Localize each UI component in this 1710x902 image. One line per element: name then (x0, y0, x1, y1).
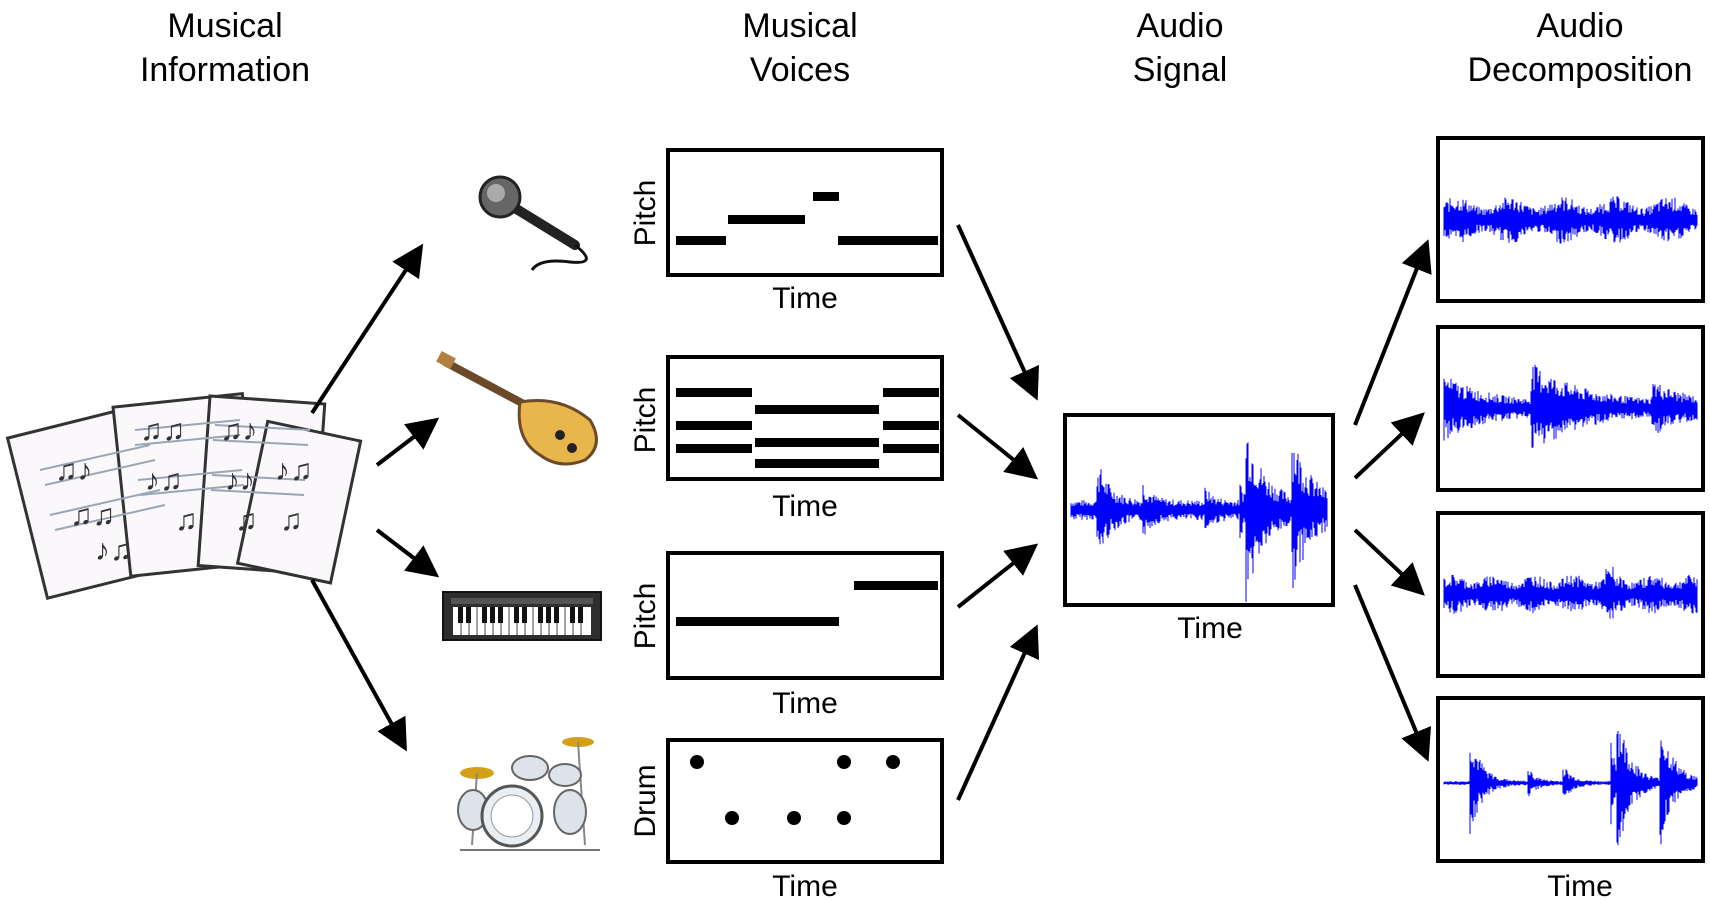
svg-text:♪♫: ♪♫ (145, 464, 183, 497)
decomposition-plot-2 (1436, 325, 1705, 492)
voice-plot-2: Pitch Time (629, 355, 944, 523)
x-axis-label: Time (772, 687, 838, 720)
note (676, 617, 839, 626)
waveform (1443, 364, 1698, 448)
voice-plot-1: Pitch Time (629, 148, 944, 315)
waveform (1443, 567, 1698, 619)
plot-frame (666, 148, 944, 277)
heading-audio-signal: Audio Signal (1132, 7, 1228, 89)
decomposition-plot-4: Time (1436, 696, 1705, 902)
svg-text:♫♫: ♫♫ (70, 499, 115, 532)
decomposition-plot-1 (1436, 136, 1705, 303)
note (838, 236, 938, 245)
heading-musical-information: Musical Information (139, 7, 311, 89)
svg-text:♫: ♫ (175, 504, 198, 537)
plot-frame (666, 551, 944, 680)
arrows-to-mixture (956, 224, 1040, 801)
x-axis-label: Time (772, 870, 838, 902)
y-axis-label: Pitch (629, 583, 662, 650)
note (676, 236, 726, 245)
svg-text:♪♫: ♪♫ (95, 534, 133, 567)
arrows-to-decomposition (1353, 239, 1432, 762)
waveform (1443, 731, 1698, 846)
note (755, 405, 879, 414)
sheet-music-icon: ♫♪♫♫♪♫ ♫♫♪♫♫ ♫♪♪♪♫ ♪♫♫ (5, 391, 363, 601)
y-axis-label: Pitch (629, 387, 662, 454)
onset (837, 811, 851, 825)
heading-audio-decomposition: Audio Decomposition (1467, 7, 1693, 89)
microphone-icon (478, 175, 588, 271)
note (728, 215, 805, 224)
keyboard-icon (442, 591, 602, 641)
onset (725, 811, 739, 825)
voice-plot-4: Drum Time (629, 738, 944, 902)
note (676, 388, 752, 397)
arrows-to-instruments (310, 243, 440, 752)
note (883, 421, 939, 430)
plot-frame (666, 738, 944, 864)
note (883, 444, 939, 453)
onset (886, 755, 900, 769)
onset (837, 755, 851, 769)
note (676, 444, 752, 453)
onset (787, 811, 801, 825)
waveform (1070, 442, 1328, 602)
audio-signal-plot: Time (1063, 413, 1335, 645)
x-axis-label: Time (772, 490, 838, 523)
note (854, 581, 938, 590)
x-axis-label: Time (772, 282, 838, 315)
voice-plot-3: Pitch Time (629, 551, 944, 720)
svg-text:♪♪: ♪♪ (225, 464, 255, 497)
svg-text:♫: ♫ (280, 504, 303, 537)
note (755, 438, 879, 447)
note (813, 192, 839, 201)
svg-text:♪♫: ♪♫ (275, 454, 313, 487)
svg-text:♫: ♫ (235, 504, 258, 537)
onset (690, 755, 704, 769)
svg-text:♫♪: ♫♪ (55, 454, 93, 487)
waveform (1443, 196, 1698, 244)
drum-kit-icon (457, 737, 600, 851)
y-axis-label: Pitch (629, 180, 662, 247)
x-axis-label: Time (1177, 612, 1243, 645)
note (883, 388, 939, 397)
guitar-icon (436, 350, 598, 466)
svg-text:♫♫: ♫♫ (140, 414, 185, 447)
decomposition-plot-3 (1436, 511, 1705, 678)
x-axis-label: Time (1547, 870, 1613, 902)
plot-frame (666, 355, 944, 481)
svg-text:♫♪: ♫♪ (220, 414, 258, 447)
heading-musical-voices: Musical Voices (742, 7, 858, 89)
note (676, 421, 752, 430)
note (755, 459, 879, 468)
y-axis-label: Drum (629, 764, 662, 837)
